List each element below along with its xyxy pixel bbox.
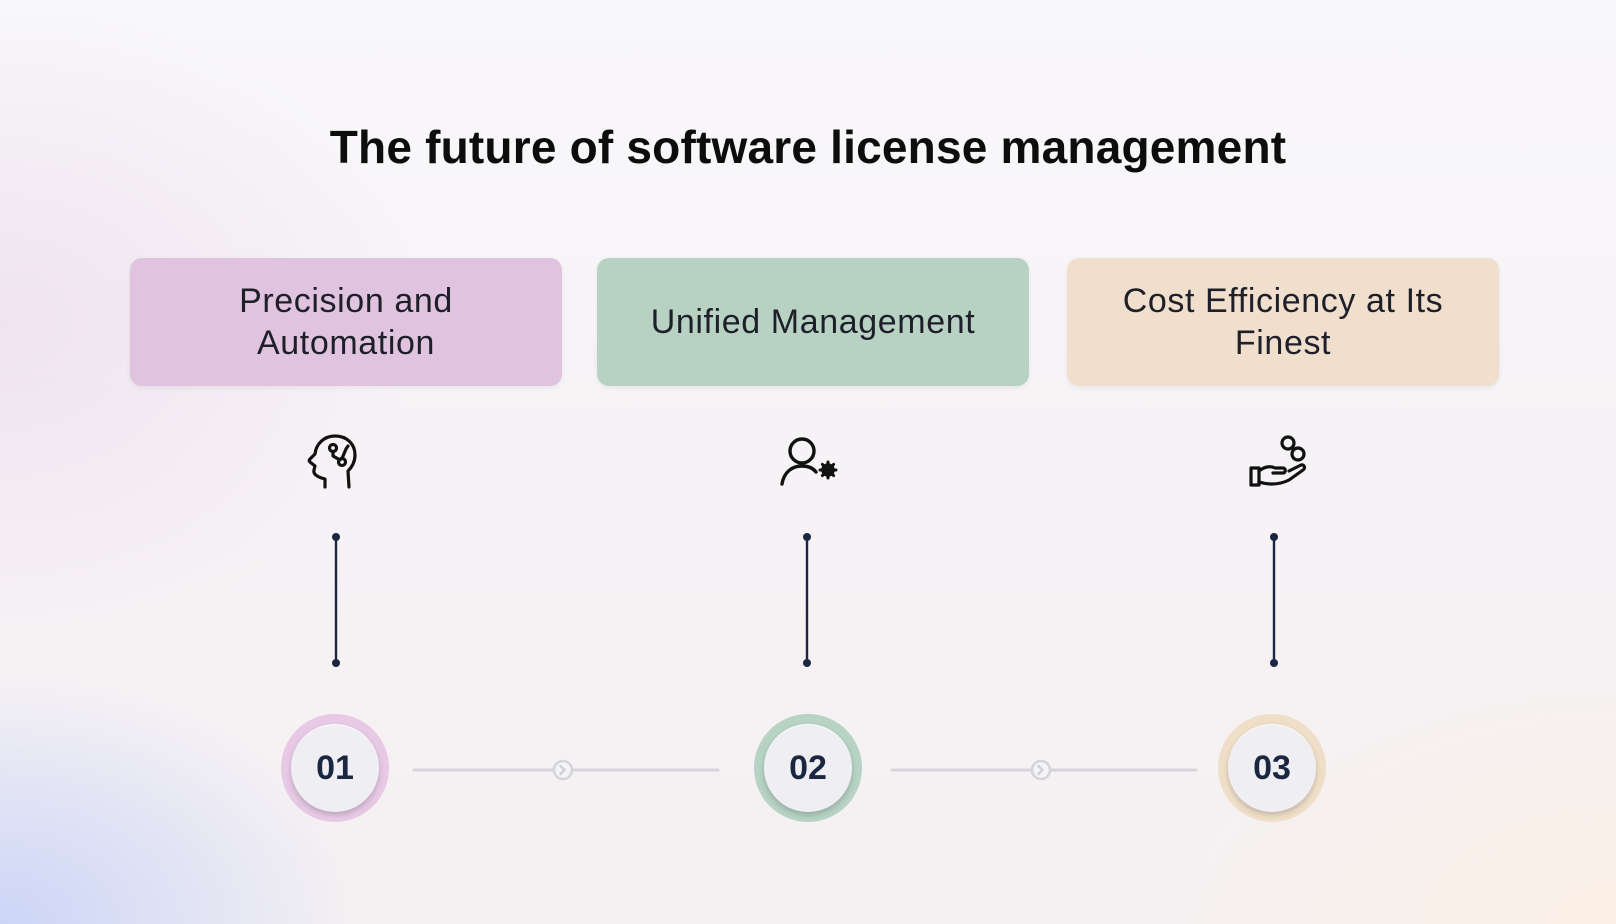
step-card-label: Cost Efficiency at Its Finest (1122, 282, 1444, 362)
step-card-label: Precision and Automation (239, 282, 453, 362)
step-number: 02 (764, 724, 852, 812)
hand-coins-icon (1245, 430, 1309, 494)
step-card-cost: Cost Efficiency at Its Finest (1067, 258, 1499, 386)
step-connector-line (801, 532, 813, 668)
step-card-label: Unified Management (650, 303, 976, 341)
chevron-right-icon (552, 759, 574, 781)
chevron-right-icon (1030, 759, 1052, 781)
step-card-precision: Precision and Automation (130, 258, 562, 386)
step-number: 03 (1228, 724, 1316, 812)
timeline-connector (412, 758, 720, 782)
step-number-badge: 02 (754, 714, 862, 822)
page-title: The future of software license managemen… (329, 121, 1287, 173)
step-connector-line (330, 532, 342, 668)
ai-head-icon (305, 430, 369, 494)
step-card-unified: Unified Management (597, 258, 1029, 386)
step-connector-line (1268, 532, 1280, 668)
step-number-badge: 01 (281, 714, 389, 822)
step-number: 01 (291, 724, 379, 812)
user-gear-icon (776, 430, 840, 494)
timeline-connector (890, 758, 1198, 782)
step-number-badge: 03 (1218, 714, 1326, 822)
